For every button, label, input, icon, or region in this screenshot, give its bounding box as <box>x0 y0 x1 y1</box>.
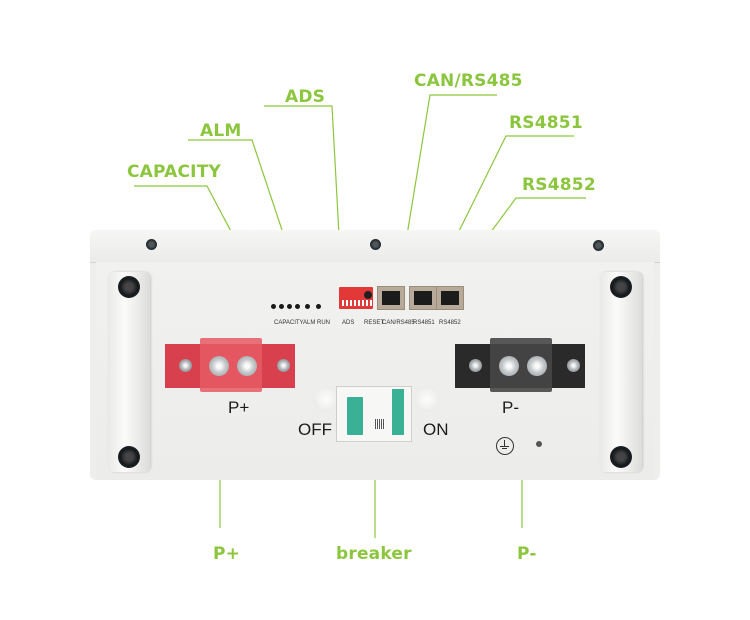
right-handle <box>600 272 642 472</box>
screw-icon <box>370 239 381 250</box>
bolt-icon <box>209 356 229 376</box>
screw-icon <box>146 239 157 250</box>
screw-icon <box>179 359 192 372</box>
run-led <box>316 304 321 309</box>
alm-run-label: ALM RUN <box>303 320 331 326</box>
qr-code-icon <box>375 419 385 429</box>
ads-label: ADS <box>342 320 355 326</box>
capacity-led <box>279 304 284 309</box>
callout-rs4852: RS4852 <box>522 175 596 195</box>
callout-ads: ADS <box>285 87 326 107</box>
off-label: OFF <box>298 420 332 439</box>
capacity-led <box>271 304 276 309</box>
knob-icon <box>610 446 632 468</box>
ground-icon <box>496 437 514 455</box>
bolt-icon <box>527 356 547 376</box>
bolt-icon <box>237 356 257 376</box>
breaker-lever[interactable] <box>347 397 363 435</box>
bolt-icon <box>499 356 519 376</box>
leader-ads <box>264 105 343 291</box>
rs4851-port[interactable] <box>409 286 437 310</box>
breaker-brand-strip <box>392 389 404 435</box>
capacity-led <box>295 304 300 309</box>
can-rs485-port[interactable] <box>377 286 405 310</box>
knob-icon <box>118 446 140 468</box>
screw-icon <box>277 359 290 372</box>
callout-alm: ALM <box>200 121 242 141</box>
can-rs485-label: CAN/RS485 <box>382 320 415 326</box>
callout-capacity: CAPACITY <box>127 162 221 182</box>
screw-icon <box>567 359 580 372</box>
rs4852-label: RS4852 <box>439 320 461 326</box>
callout-breaker: breaker <box>336 544 412 564</box>
breaker-switch[interactable] <box>336 386 412 442</box>
rs4852-port[interactable] <box>436 286 464 310</box>
on-cover <box>414 386 440 412</box>
capacity-led <box>287 304 292 309</box>
alm-led <box>305 304 310 309</box>
reset-label: RESET <box>364 320 385 326</box>
knob-icon <box>118 276 140 298</box>
capacity-label: CAPACITY <box>274 320 304 326</box>
knob-icon <box>610 276 632 298</box>
positive-terminal[interactable] <box>165 338 295 392</box>
negative-terminal[interactable] <box>455 338 585 392</box>
callout-can-rs485: CAN/RS485 <box>414 71 523 91</box>
on-label: ON <box>423 420 449 439</box>
callout-rs4851: RS4851 <box>509 113 583 133</box>
reset-button[interactable] <box>364 291 372 299</box>
negative-terminal-label: P- <box>502 398 519 417</box>
leader-can-rs485 <box>397 94 497 291</box>
callout-p-plus: P+ <box>213 544 241 564</box>
ground-screw-icon <box>536 441 542 447</box>
screw-icon <box>593 240 604 251</box>
positive-terminal-label: P+ <box>228 398 250 417</box>
off-cover <box>313 386 339 412</box>
rs4851-label: RS4851 <box>413 320 435 326</box>
callout-p-minus: P- <box>517 544 537 564</box>
left-handle <box>108 272 150 472</box>
screw-icon <box>469 359 482 372</box>
